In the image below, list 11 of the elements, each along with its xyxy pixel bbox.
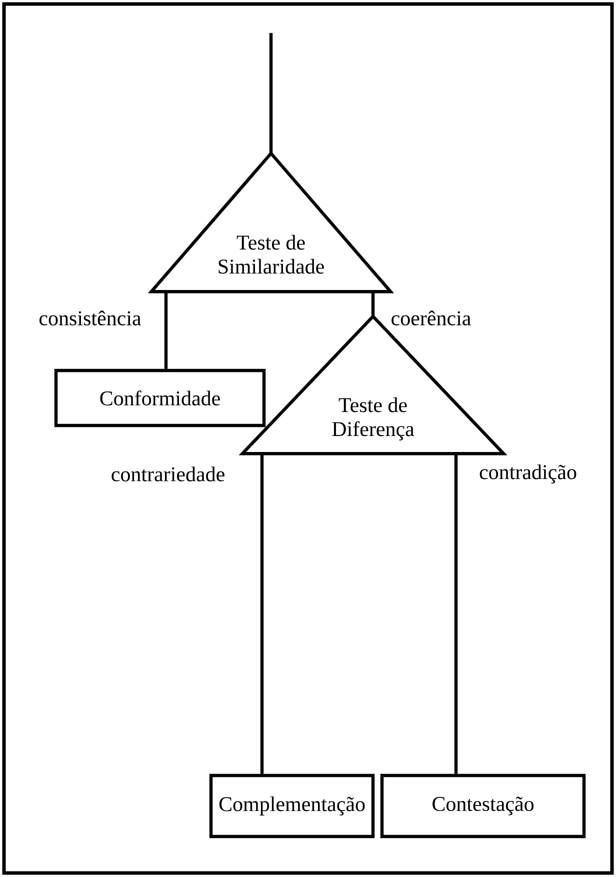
connector-line xyxy=(454,454,458,774)
process-box: Complementação xyxy=(209,774,375,838)
connector-line xyxy=(260,454,264,774)
edge-label: consistência xyxy=(38,310,142,326)
connector-line xyxy=(269,33,273,154)
process-box: Conformidade xyxy=(54,368,266,428)
edge-label: contradição xyxy=(478,463,578,485)
connector-line xyxy=(371,292,375,316)
connector-line xyxy=(164,292,168,369)
process-box: Contestação xyxy=(380,774,586,838)
edge-label: contrariedade xyxy=(110,466,226,482)
